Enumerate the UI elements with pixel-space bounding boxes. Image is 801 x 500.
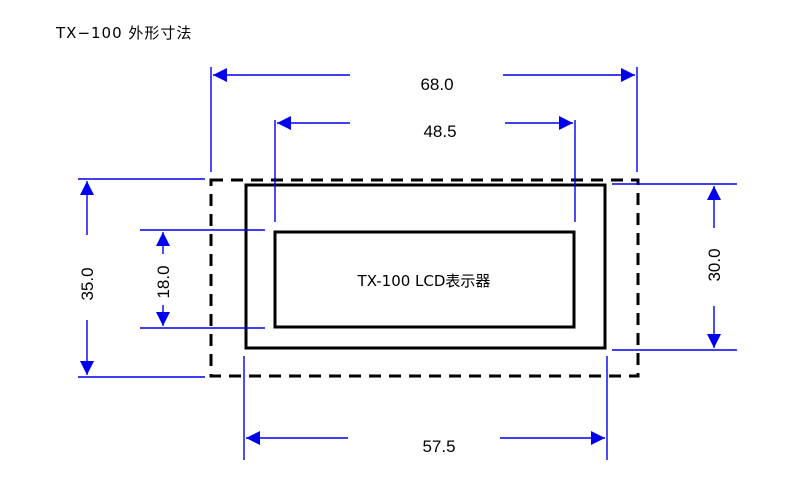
dim-outer-height-value: 35.0 xyxy=(78,267,97,300)
dim-outer-width-value: 68.0 xyxy=(420,75,453,94)
dim-lcd-height-value: 18.0 xyxy=(154,265,173,298)
dim-body-width-value: 57.5 xyxy=(422,437,455,456)
drawing-title: TX−100 外形寸法 xyxy=(56,24,193,42)
body-outline xyxy=(244,183,607,350)
lcd-label: TX-100 LCD表示器 xyxy=(357,272,491,290)
dim-body-height-value: 30.0 xyxy=(705,248,724,281)
lcd-window-outline xyxy=(273,230,576,329)
extension-lines xyxy=(78,67,737,460)
dim-lcd-width-value: 48.5 xyxy=(423,122,456,141)
outer-dashed-outline xyxy=(209,178,640,378)
